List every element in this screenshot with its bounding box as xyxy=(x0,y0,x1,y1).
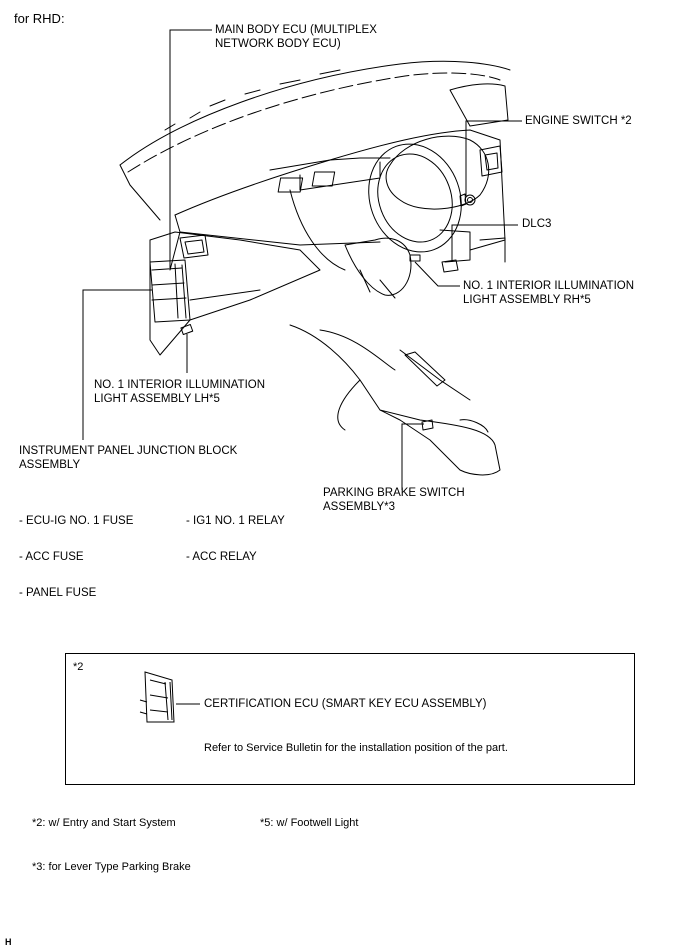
main-body-ecu-label-1: MAIN BODY ECU (MULTIPLEX xyxy=(215,24,377,36)
center-stack xyxy=(269,157,391,171)
lh-light-shape xyxy=(180,324,194,336)
variant-label: for RHD: xyxy=(14,11,65,26)
fuse-item: - ECU-IG NO. 1 FUSE xyxy=(19,515,134,527)
main-body-ecu-label-2: NETWORK BODY ECU) xyxy=(215,38,341,50)
leader-junction-block xyxy=(82,289,152,440)
footnote-5: *5: w/ Footwell Light xyxy=(260,817,359,829)
rh-light-label-2: LIGHT ASSEMBLY RH*5 xyxy=(463,294,591,306)
leader-main-body-ecu xyxy=(169,29,212,268)
inset-marker: *2 xyxy=(73,661,84,673)
fuse-item: - PANEL FUSE xyxy=(19,587,97,599)
dlc3-label: DLC3 xyxy=(522,218,552,230)
footnote-2: *2: w/ Entry and Start System xyxy=(32,817,176,829)
dash-top-outline xyxy=(119,60,511,166)
lh-light-label-2: LIGHT ASSEMBLY LH*5 xyxy=(94,393,220,405)
dash-body xyxy=(174,129,506,251)
parking-brake-shape xyxy=(421,419,434,431)
steering-wheel xyxy=(368,143,462,253)
center-console xyxy=(289,324,501,476)
leader-parking-brake xyxy=(401,423,424,490)
leader-engine-switch xyxy=(465,120,522,196)
leader-rh-light xyxy=(414,261,460,287)
lower-left-panel xyxy=(149,231,321,356)
junction-block-label-1: INSTRUMENT PANEL JUNCTION BLOCK xyxy=(19,445,238,457)
junction-block-label-2: ASSEMBLY xyxy=(19,459,81,471)
certification-ecu-label: CERTIFICATION ECU (SMART KEY ECU ASSEMBL… xyxy=(204,698,487,710)
corner-mark: H xyxy=(5,937,12,947)
parking-brake-label-2: ASSEMBLY*3 xyxy=(323,501,396,513)
certification-ecu-shape xyxy=(139,671,175,723)
relay-item: - ACC RELAY xyxy=(186,551,257,563)
leader-dlc3 xyxy=(451,224,518,262)
inset-note: Refer to Service Bulletin for the instal… xyxy=(204,742,508,754)
relay-item: - IG1 NO. 1 RELAY xyxy=(186,515,285,527)
engine-switch-label: ENGINE SWITCH *2 xyxy=(525,115,632,127)
parking-brake-label-1: PARKING BRAKE SWITCH xyxy=(323,487,465,499)
instrument-cluster xyxy=(385,135,490,210)
rh-light-label-1: NO. 1 INTERIOR ILLUMINATION xyxy=(463,280,635,292)
lh-light-label-1: NO. 1 INTERIOR ILLUMINATION xyxy=(94,379,266,391)
junction-block-shape xyxy=(149,259,191,323)
engine-switch-shape xyxy=(464,194,476,206)
fuse-item: - ACC FUSE xyxy=(19,551,84,563)
rh-light-shape xyxy=(409,254,421,262)
dlc3-shape xyxy=(441,259,459,273)
footnote-3: *3: for Lever Type Parking Brake xyxy=(32,861,191,873)
inset-box xyxy=(65,653,635,785)
